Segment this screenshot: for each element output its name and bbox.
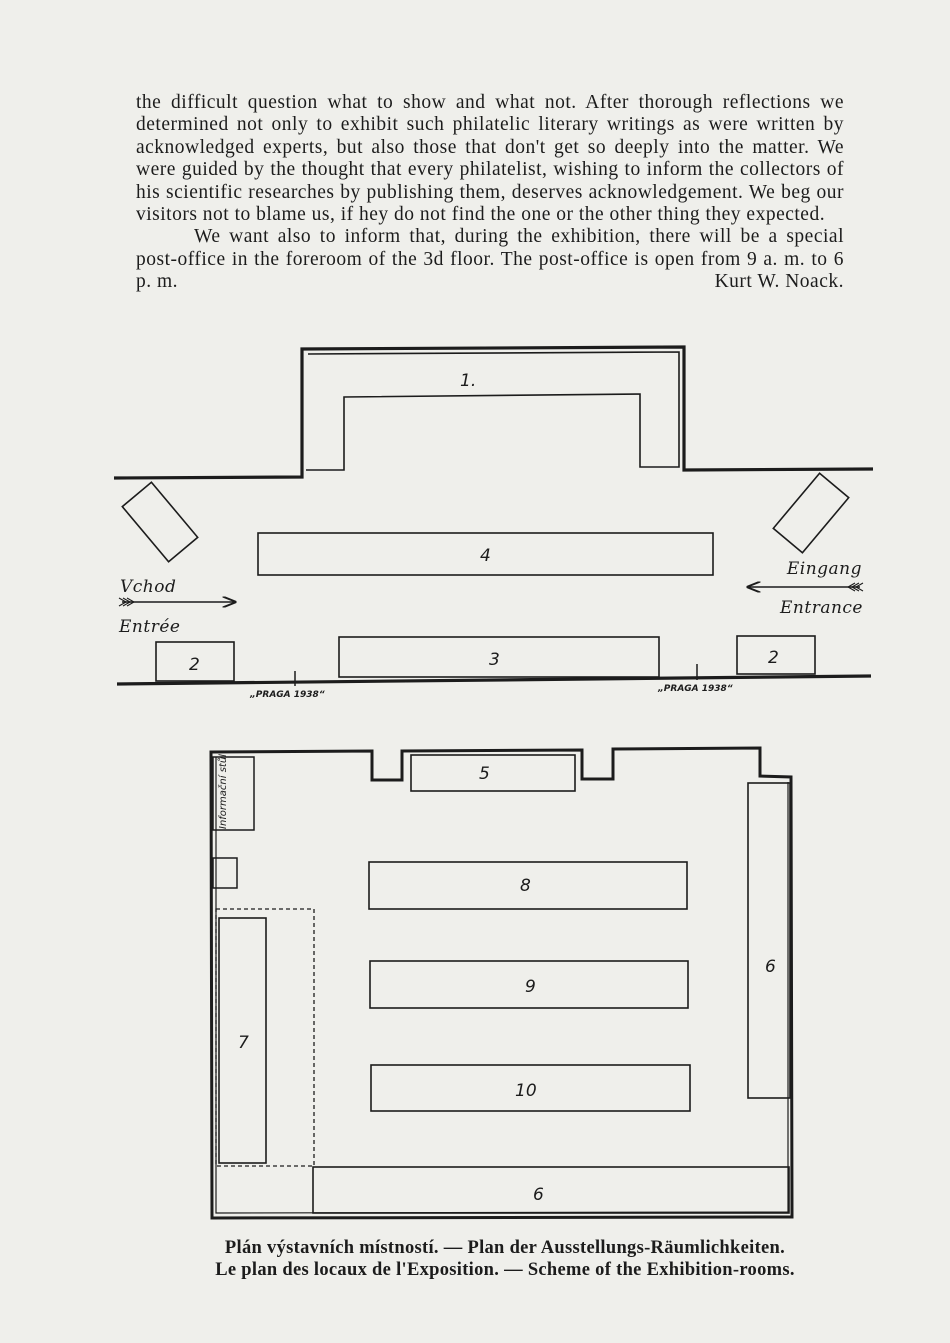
room-1-label: 1. <box>460 371 476 391</box>
table-6-right <box>747 782 791 1099</box>
alcove-inner-wall <box>306 351 680 471</box>
table-3 <box>338 636 660 678</box>
lower-hall <box>209 746 794 1220</box>
entry-label-entrance: Entrance <box>779 598 863 618</box>
table-6-bottom <box>312 1166 790 1214</box>
paragraph-2-text: We want also to inform that, during the … <box>136 226 844 293</box>
table-7-label: 7 <box>238 1033 249 1053</box>
paragraph-2: We want also to inform that, during the … <box>136 226 844 293</box>
caption-line-2: Le plan des locaux de l'Exposition. — Sc… <box>215 1260 795 1280</box>
table-10 <box>370 1064 691 1112</box>
lower-hall-inner-wall <box>215 757 789 1214</box>
table-10-label: 10 <box>515 1081 537 1101</box>
entry-label-entree: Entrée <box>118 617 180 637</box>
article-text: the difficult question what to show and … <box>136 92 844 294</box>
caption-line-1: Plán výstavních místností. — Plan der Au… <box>224 1238 786 1258</box>
table-9-label: 9 <box>525 977 536 997</box>
info-desk-label: Informační stůl <box>217 754 229 829</box>
table-4 <box>257 532 714 576</box>
entry-label-vchod: Vchod <box>120 577 176 597</box>
table-8-label: 8 <box>520 876 531 896</box>
table-2-right <box>736 635 816 675</box>
table-2-right-label: 2 <box>768 648 779 668</box>
figure-caption: Plán výstavních místností. — Plan der Au… <box>140 1237 870 1281</box>
upper-hall <box>113 345 874 686</box>
table-4-label: 4 <box>480 546 491 566</box>
table-5-label: 5 <box>479 764 490 784</box>
praga-marker-right: „PRAGA 1938“ <box>657 684 733 694</box>
small-cabinet <box>212 857 238 889</box>
table-8 <box>368 861 688 910</box>
upper-hall-bottom-wall <box>116 674 872 686</box>
angled-desk-right <box>772 472 850 554</box>
table-3-label: 3 <box>489 650 500 670</box>
angled-desk-left <box>121 481 199 563</box>
lower-hall-outer-wall <box>209 746 794 1220</box>
table-2-left-label: 2 <box>189 655 200 675</box>
table-6-bottom-label: 6 <box>533 1185 544 1205</box>
table-5 <box>410 754 576 792</box>
paragraph-1: the difficult question what to show and … <box>136 92 844 226</box>
table-9 <box>369 960 689 1009</box>
table-6-right-label: 6 <box>765 957 776 977</box>
upper-hall-top-wall <box>113 345 874 480</box>
table-2-left <box>155 641 235 682</box>
signature: Kurt W. Noack. <box>714 271 844 293</box>
praga-marker-left: „PRAGA 1938“ <box>249 690 325 700</box>
info-desk <box>212 756 255 831</box>
table-7-area <box>215 908 315 1167</box>
entry-label-eingang: Eingang <box>786 559 862 579</box>
table-7 <box>218 917 267 1164</box>
